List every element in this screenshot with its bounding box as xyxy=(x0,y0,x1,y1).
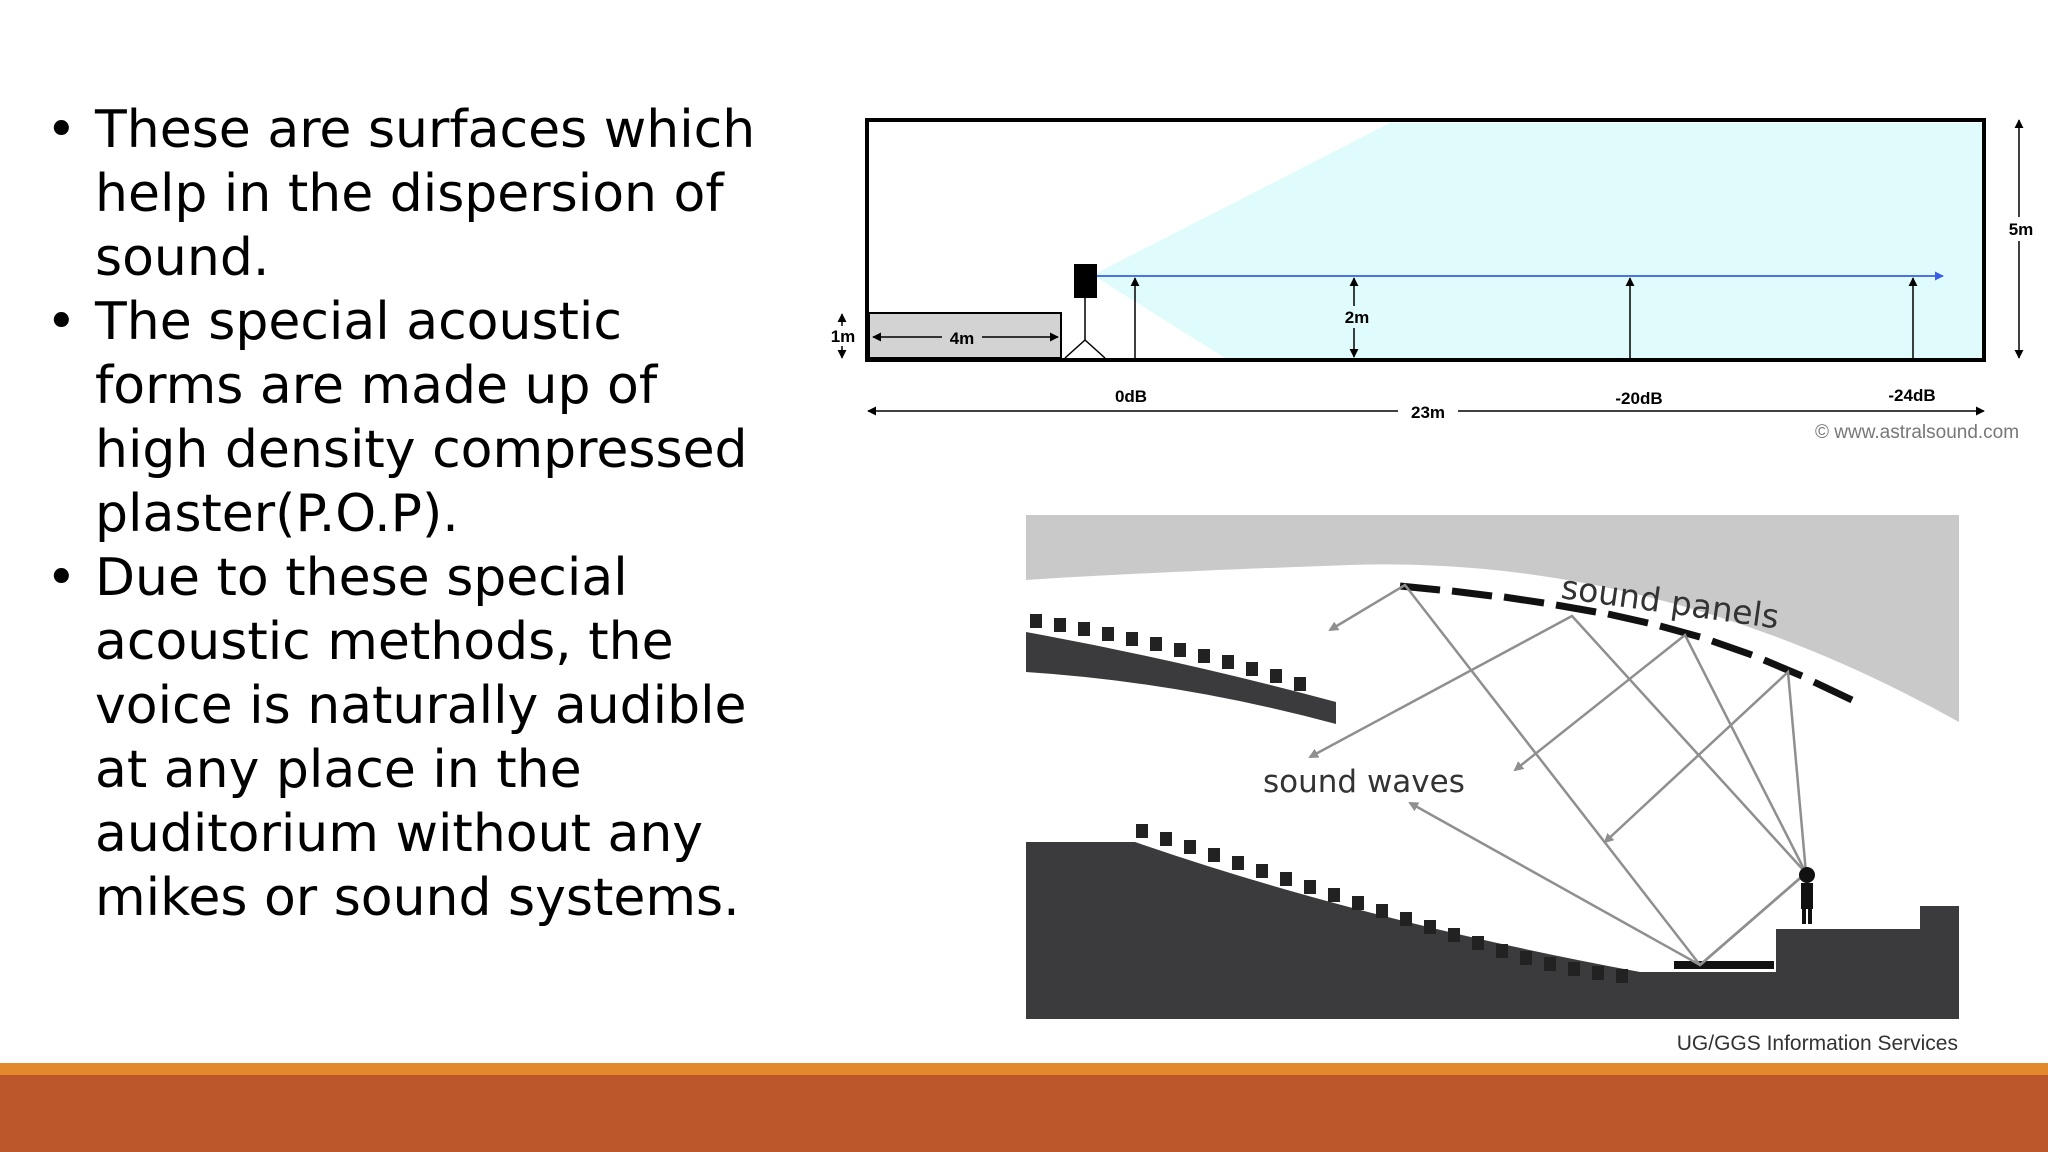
stage-depth-label: 4m xyxy=(950,329,975,348)
bullet-item: • Due to these special acoustic methods, … xyxy=(40,546,760,930)
upper-seats xyxy=(1030,614,1306,691)
listener-height-label: 2m xyxy=(1345,308,1370,327)
room-height-label: 5m xyxy=(2009,220,2034,239)
level-mid-label: -20dB xyxy=(1615,389,1662,408)
sound-beam xyxy=(1093,123,1983,358)
bullet-text: The special acoustic forms are made up o… xyxy=(95,292,748,544)
reflector-plate xyxy=(1674,961,1774,969)
bullet-item: • The special acoustic forms are made up … xyxy=(40,290,760,546)
auditorium-credit: UG/GGS Information Services xyxy=(1677,1032,1958,1055)
speaker-person-icon xyxy=(1799,867,1815,924)
ceiling-shape xyxy=(1026,515,1959,722)
bullet-glyph: • xyxy=(46,292,77,352)
level-end-label: -24dB xyxy=(1888,386,1935,405)
sound-wave-lines xyxy=(1308,583,1808,967)
stage-height-label: 1m xyxy=(831,327,856,346)
bullet-text: Due to these special acoustic methods, t… xyxy=(95,548,747,928)
footer-bar xyxy=(0,1075,2048,1152)
footer-strip xyxy=(0,1063,2048,1075)
room-outline xyxy=(865,118,1986,362)
lower-seats xyxy=(1136,824,1628,983)
sound-panels xyxy=(1399,582,1854,704)
upper-balcony xyxy=(1026,632,1336,724)
room-credit: © www.astralsound.com xyxy=(1815,422,2019,443)
bullet-glyph: • xyxy=(46,548,77,608)
lower-seating-floor xyxy=(1026,842,1959,1019)
auditorium-diagram: sound panels sound waves UG/GGS Informat… xyxy=(1026,515,1959,1055)
bullet-text: These are surfaces which help in the dis… xyxy=(95,100,756,288)
bullet-item: • These are surfaces which help in the di… xyxy=(40,98,760,290)
speaker-icon xyxy=(1074,264,1097,298)
bullet-glyph: • xyxy=(46,100,77,160)
speaker-stand-icon xyxy=(1064,298,1106,359)
waves-label: sound waves xyxy=(1263,764,1465,800)
room-length-label: 23m xyxy=(1411,403,1445,422)
room-diagram: 4m 1m 2m 5m 0dB -20dB -24dB 23m © www.as… xyxy=(828,118,2037,443)
level-start-label: 0dB xyxy=(1115,387,1147,406)
bullet-list: • These are surfaces which help in the di… xyxy=(40,98,760,930)
